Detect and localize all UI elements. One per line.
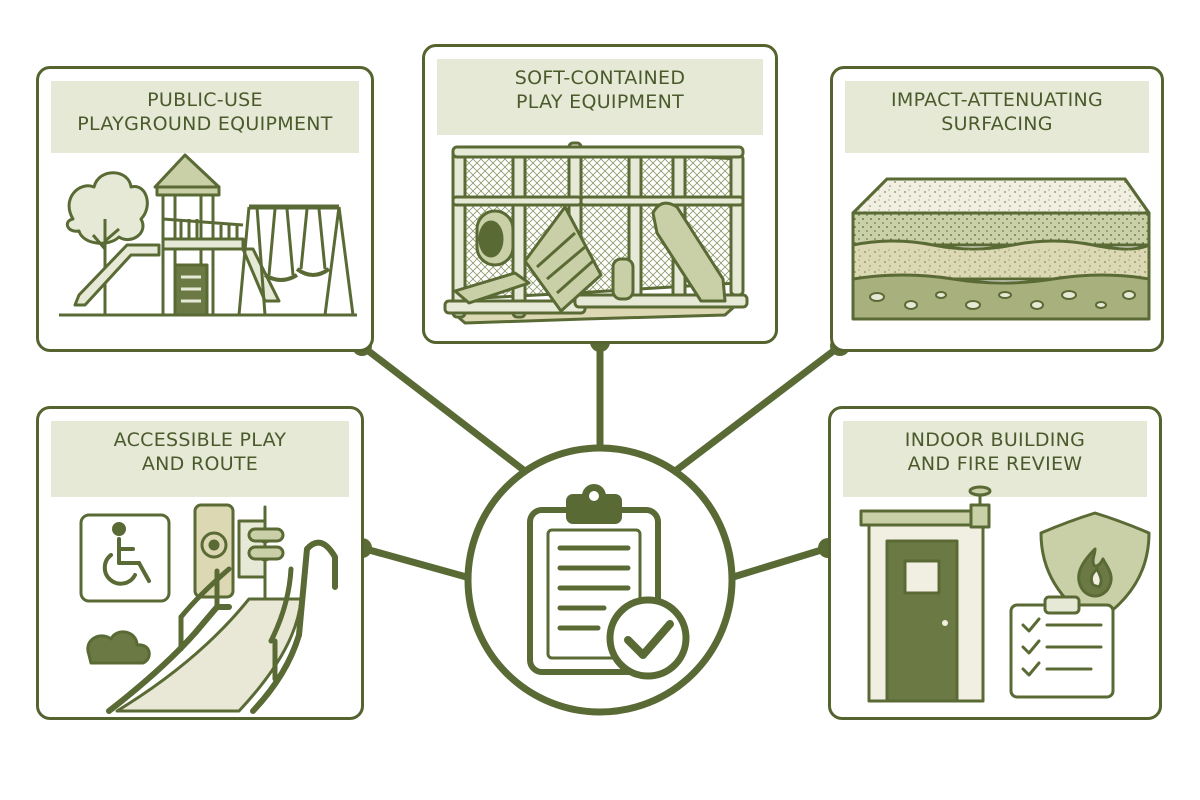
card-impact-surfacing-title-line-2: SURFACING bbox=[941, 113, 1053, 135]
card-indoor-fire-title-line-2: AND FIRE REVIEW bbox=[907, 453, 1083, 475]
card-accessible-title-line-1: ACCESSIBLE PLAY bbox=[113, 429, 287, 451]
playground-icon bbox=[59, 153, 357, 317]
card-soft-contained-title-line-2: PLAY EQUIPMENT bbox=[516, 91, 684, 113]
card-accessible-header: ACCESSIBLE PLAY AND ROUTE bbox=[51, 421, 349, 497]
connector-line-indoor-fire bbox=[726, 544, 832, 582]
connector-line-accessible bbox=[358, 544, 474, 582]
connector-line-public-use bbox=[358, 342, 534, 479]
soft-play-structure-icon bbox=[443, 141, 749, 325]
card-public-use-title-line-2: PLAYGROUND EQUIPMENT bbox=[77, 113, 333, 135]
clipboard-check-icon bbox=[527, 484, 690, 680]
wheelchair-symbol-icon bbox=[102, 522, 151, 586]
card-accessible-title-line-2: AND ROUTE bbox=[141, 453, 259, 475]
surfacing-layers-icon bbox=[851, 177, 1151, 321]
card-impact-surfacing-header: IMPACT-ATTENUATING SURFACING bbox=[845, 81, 1149, 153]
card-public-use: PUBLIC-USE PLAYGROUND EQUIPMENT bbox=[36, 66, 374, 352]
card-soft-contained: SOFT-CONTAINED PLAY EQUIPMENT bbox=[422, 44, 778, 344]
card-accessible: ACCESSIBLE PLAY AND ROUTE bbox=[36, 406, 364, 720]
building-fire-shield-icon bbox=[859, 485, 1151, 703]
card-public-use-title-line-1: PUBLIC-USE bbox=[147, 89, 263, 111]
card-indoor-fire-title-line-1: INDOOR BUILDING bbox=[904, 429, 1086, 451]
card-soft-contained-header: SOFT-CONTAINED PLAY EQUIPMENT bbox=[437, 59, 763, 135]
card-public-use-header: PUBLIC-USE PLAYGROUND EQUIPMENT bbox=[51, 81, 359, 153]
card-impact-surfacing: IMPACT-ATTENUATING SURFACING bbox=[830, 66, 1164, 352]
card-indoor-fire-header: INDOOR BUILDING AND FIRE REVIEW bbox=[843, 421, 1147, 497]
wheelchair-ramp-icon bbox=[79, 503, 338, 714]
card-indoor-fire: INDOOR BUILDING AND FIRE REVIEW bbox=[828, 406, 1162, 720]
card-soft-contained-title-line-1: SOFT-CONTAINED bbox=[514, 67, 686, 89]
connector-line-impact-surfacing bbox=[666, 342, 844, 479]
card-impact-surfacing-title-line-1: IMPACT-ATTENUATING bbox=[890, 89, 1104, 111]
